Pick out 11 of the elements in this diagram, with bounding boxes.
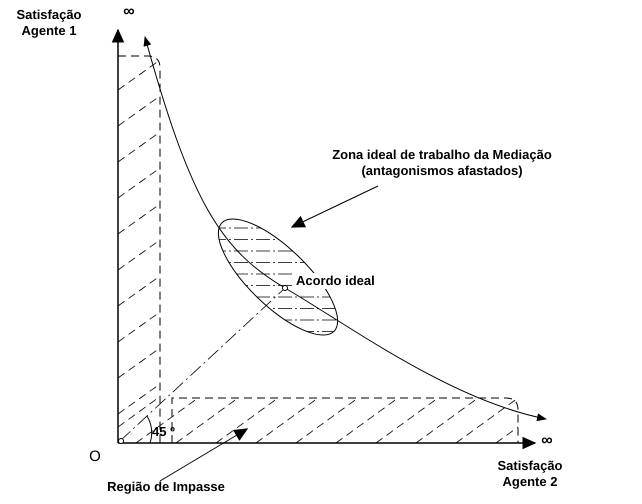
point-label: Acordo ideal <box>294 273 377 289</box>
axis-label: Satisfação Agente 2 <box>496 458 564 490</box>
infinity-symbol: ∞ <box>540 433 554 449</box>
leader-line <box>290 186 378 228</box>
leader-line <box>160 428 248 482</box>
infinity-symbol: ∞ <box>122 4 136 20</box>
impasse-region <box>118 398 518 444</box>
annotation-text: Zona ideal de trabalho da Mediação (antagonismos afastados) <box>326 147 558 179</box>
annotation-text: Região de Impasse <box>86 479 246 495</box>
origin-label: O <box>88 449 102 465</box>
axis-label: Satisfação Agente 1 <box>15 7 83 39</box>
